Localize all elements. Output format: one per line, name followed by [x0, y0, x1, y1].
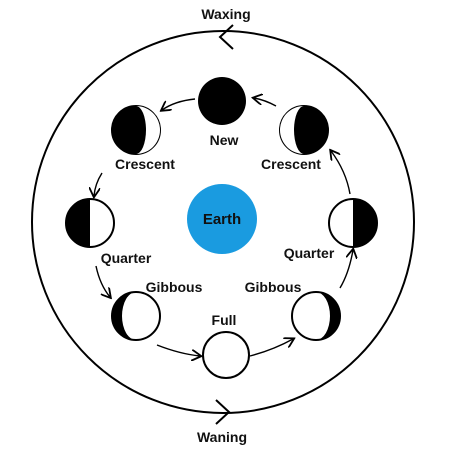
- moon-new: [198, 77, 246, 125]
- moon-left-quarter: [65, 198, 115, 248]
- arrow-right-gibbous-to-quarter: [339, 250, 353, 289]
- phase-label-crescent-left: Crescent: [115, 156, 175, 172]
- phase-label-new: New: [210, 132, 239, 148]
- phase-label-quarter-left: Quarter: [101, 250, 152, 266]
- waxing-direction-chevron: [218, 24, 234, 50]
- arrow-left-gibbous-to-full: [156, 344, 200, 356]
- earth-circle: [187, 184, 257, 254]
- phase-label-gibbous-right: Gibbous: [245, 279, 302, 295]
- arrow-left-quarter-to-gibbous: [95, 265, 110, 297]
- phase-label-full: Full: [212, 312, 237, 328]
- moon-right-quarter: [328, 198, 378, 248]
- arrow-left-crescent-to-quarter: [94, 172, 103, 196]
- moon-full: [202, 331, 250, 379]
- arrow-right-crescent-to-new: [254, 98, 277, 107]
- moon-waxing-crescent: [279, 105, 329, 155]
- earth-label: Earth: [203, 211, 241, 228]
- phase-label-quarter-right: Quarter: [284, 245, 335, 261]
- moon-right-gibbous: [291, 291, 341, 341]
- arrow-new-to-left-crescent: [162, 98, 196, 110]
- arrow-right-quarter-to-crescent: [331, 151, 351, 195]
- waning-direction-chevron: [215, 399, 231, 425]
- arrow-full-to-right-gibbous: [249, 339, 293, 357]
- waning-label: Waning: [197, 429, 247, 445]
- waxing-label: Waxing: [201, 6, 250, 22]
- outer-orbit-circle: [31, 30, 415, 414]
- moon-waning-crescent: [111, 105, 161, 155]
- moon-left-gibbous: [111, 291, 161, 341]
- phase-label-gibbous-left: Gibbous: [146, 279, 203, 295]
- phase-label-crescent-right: Crescent: [261, 156, 321, 172]
